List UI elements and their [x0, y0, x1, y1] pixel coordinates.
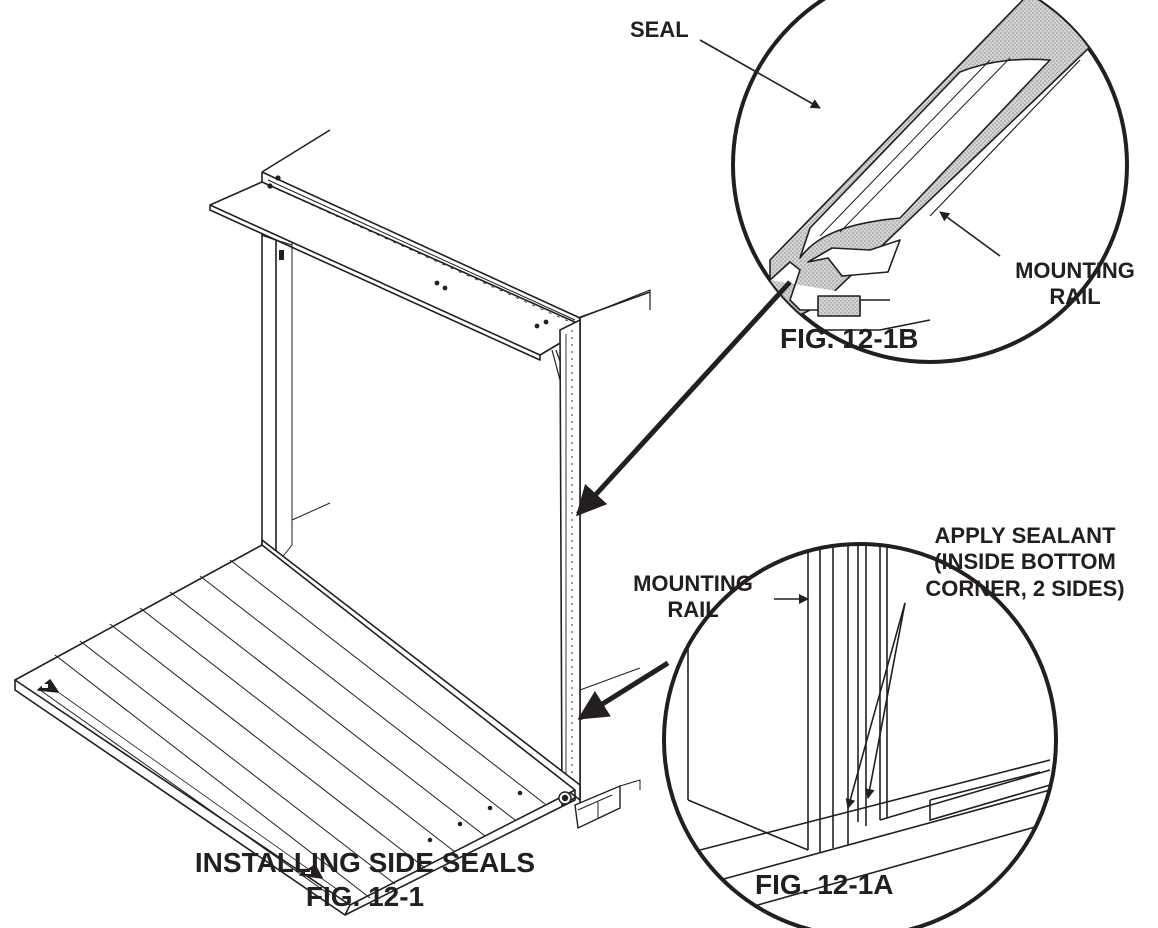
- caption: INSTALLING SIDE SEALS FIG. 12-1: [130, 846, 600, 913]
- apply-sealant-line3: CORNER, 2 SIDES): [925, 575, 1125, 601]
- mounting-rail-b-leader: [939, 211, 1001, 257]
- detail-a-circle: [662, 542, 1058, 928]
- apply-sealant-line1: APPLY SEALANT: [934, 523, 1116, 548]
- arrow-detail-a: [577, 660, 670, 721]
- caption-title: INSTALLING SIDE SEALS: [194, 847, 536, 878]
- mounting-rail-top-line2: RAIL: [1049, 284, 1101, 310]
- mounting-rail-bottom-line2: RAIL: [667, 597, 719, 623]
- apply-sealant-line2: (INSIDE BOTTOM: [934, 549, 1116, 575]
- arrow-detail-b: [575, 280, 792, 517]
- apply-sealant-label: APPLY SEALANT (INSIDE BOTTOM CORNER, 2 S…: [895, 523, 1155, 602]
- caption-figure: FIG. 12-1: [305, 880, 425, 912]
- seal-leader: [699, 39, 821, 109]
- sealant-leader-1: [845, 602, 906, 809]
- header-flap: [209, 175, 578, 381]
- seal-label: SEAL: [630, 17, 689, 42]
- mounting-rail-label-bottom: MOUNTING RAIL: [618, 571, 768, 624]
- sealant-leader-2: [864, 602, 906, 799]
- right-door-post: [559, 318, 581, 807]
- fig-12-1b-label: FIG. 12-1B: [780, 323, 919, 354]
- hinge-bracket: [558, 779, 641, 830]
- mounting-rail-top-line1: MOUNTING: [1015, 258, 1135, 283]
- mounting-rail-bottom-line1: MOUNTING: [633, 571, 753, 596]
- mounting-rail-label-top: MOUNTING RAIL: [1000, 258, 1150, 311]
- left-door-post: [261, 233, 293, 567]
- leader-lines: [575, 39, 1001, 809]
- fig-12-1a-label: FIG. 12-1A: [755, 869, 894, 900]
- ramp-plate: [14, 544, 576, 916]
